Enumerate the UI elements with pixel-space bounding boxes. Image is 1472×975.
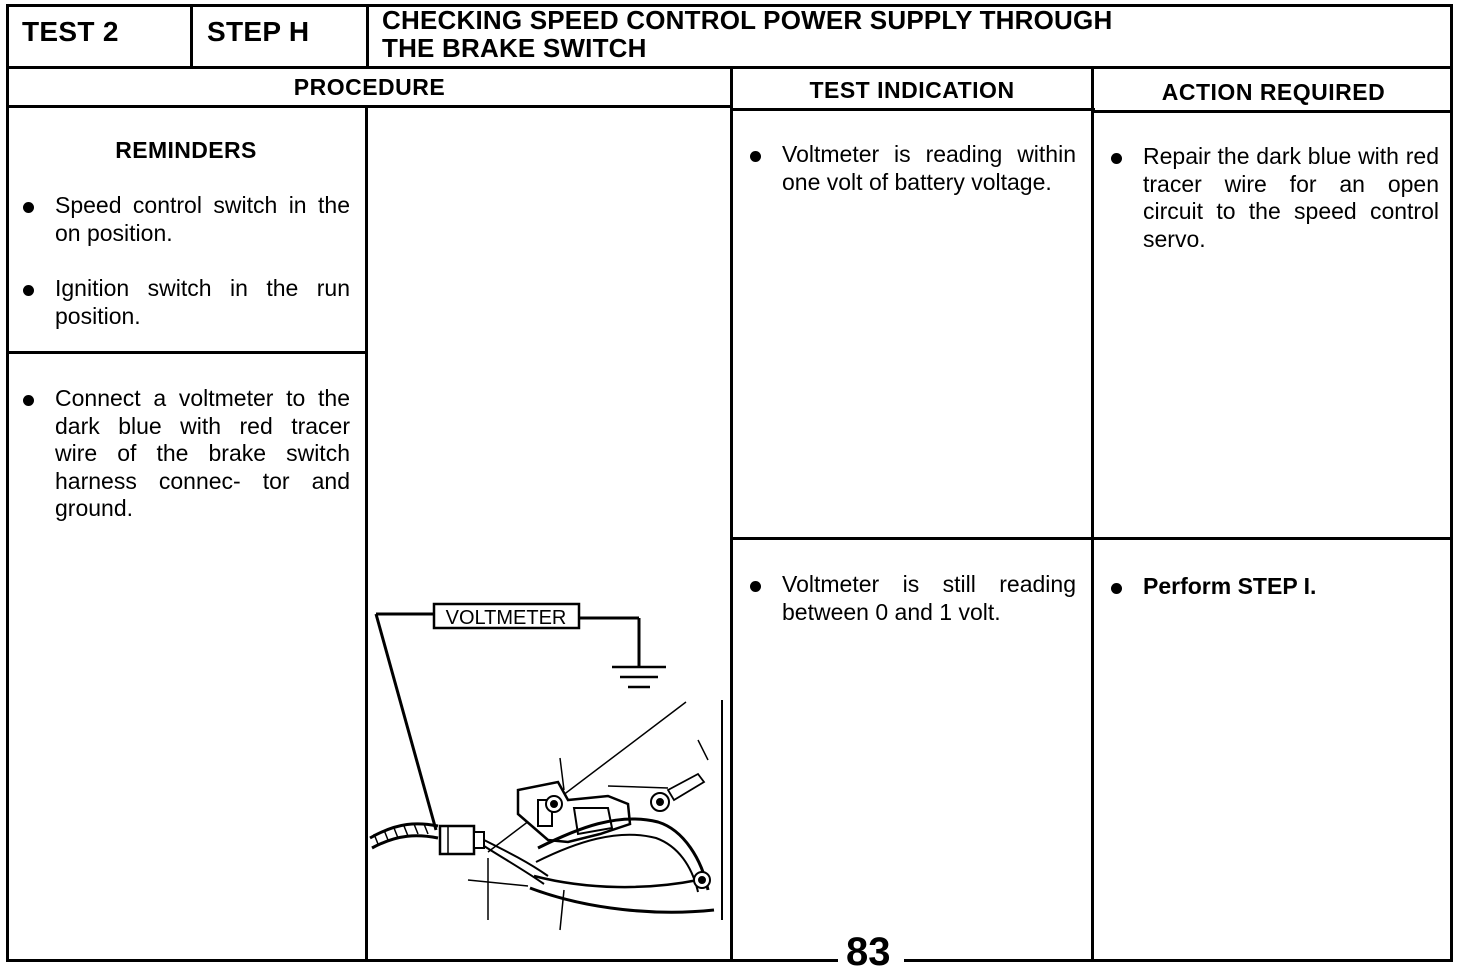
bullet-icon: [23, 285, 34, 296]
step-letter: STEP H: [207, 16, 310, 47]
brake-switch-connector-drawing: [369, 700, 723, 931]
action-text: Perform STEP I.: [1143, 573, 1317, 599]
bullet-icon: [750, 581, 761, 592]
column-header-test-indication: TEST INDICATION: [809, 77, 1015, 103]
procedure-inner-divider: [365, 105, 368, 962]
indication-text: Voltmeter is reading within one volt of …: [782, 141, 1076, 195]
reminder-text: Ignition switch in the run position.: [55, 275, 350, 329]
bullet-icon: [23, 395, 34, 406]
action-text: Repair the dark blue with red tracer wir…: [1143, 143, 1439, 252]
title-line-1: CHECKING SPEED CONTROL POWER SUPPLY THRO…: [382, 5, 1113, 35]
procedure-instruction: Connect a voltmeter to the dark blue wit…: [23, 385, 350, 523]
table-frame: [6, 4, 1453, 962]
reminders-divider: [6, 351, 368, 354]
column-header-action-required: ACTION REQUIRED: [1161, 79, 1386, 105]
header-divider: [6, 66, 1453, 69]
voltmeter-connection-diagram: VOLTMETER: [369, 602, 723, 931]
action-header-divider: [1093, 110, 1453, 113]
reminders-heading: REMINDERS: [115, 137, 257, 163]
header-divider-test-step: [190, 4, 193, 68]
voltmeter-label: VOLTMETER: [446, 607, 567, 629]
title-line-2: THE BRAKE SWITCH: [382, 33, 647, 63]
reminder-text: Speed control switch in the on position.: [55, 192, 350, 246]
bullet-icon: [750, 151, 761, 162]
test-indication-2: Voltmeter is still reading between 0 and…: [750, 571, 1076, 626]
indication-header-divider: [731, 108, 1095, 111]
column-header-procedure: PROCEDURE: [293, 74, 446, 100]
page-title: CHECKING SPEED CONTROL POWER SUPPLY THRO…: [382, 6, 1112, 62]
results-row-divider: [731, 537, 1453, 540]
header-divider-step-title: [366, 4, 369, 68]
reminder-item: Ignition switch in the run position.: [23, 275, 350, 330]
indication-action-divider: [1091, 68, 1094, 962]
reminder-item: Speed control switch in the on position.: [23, 192, 350, 247]
procedure-header-divider: [6, 105, 733, 108]
procedure-indication-divider: [730, 68, 733, 962]
action-required-1: Repair the dark blue with red tracer wir…: [1111, 143, 1439, 253]
test-indication-1: Voltmeter is reading within one volt of …: [750, 141, 1076, 196]
bullet-icon: [23, 202, 34, 213]
bullet-icon: [1111, 583, 1122, 594]
page-number-background: [838, 930, 904, 970]
ground-symbol-icon: [612, 665, 666, 689]
test-number: TEST 2: [22, 16, 119, 47]
page-number: 83: [846, 930, 891, 974]
action-required-2: Perform STEP I.: [1111, 573, 1439, 601]
bullet-icon: [1111, 153, 1122, 164]
indication-text: Voltmeter is still reading between 0 and…: [782, 571, 1076, 625]
instruction-text: Connect a voltmeter to the dark blue wit…: [55, 385, 350, 521]
